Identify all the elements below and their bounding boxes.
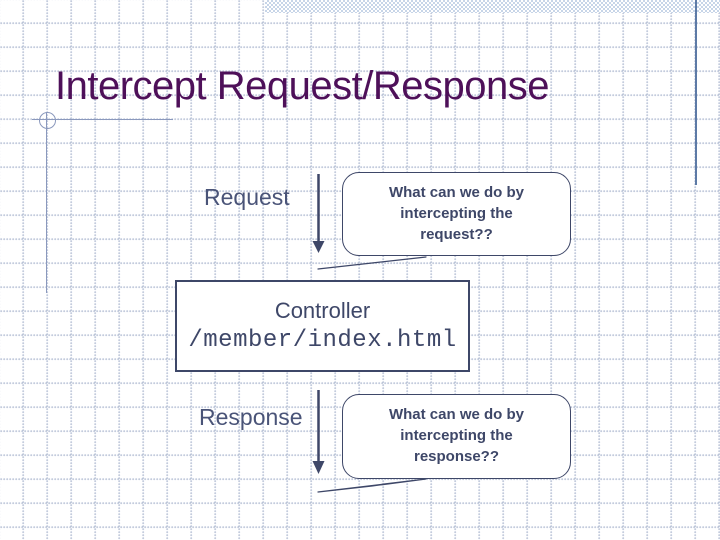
request-arrow-icon	[312, 174, 325, 253]
response-callout-line: What can we do by	[388, 406, 524, 423]
controller-title: Controller	[274, 298, 371, 323]
title-underline	[32, 119, 173, 120]
response-callout-tail	[317, 478, 427, 493]
right-edge-line	[695, 0, 697, 185]
request-callout-line: What can we do by	[388, 184, 524, 201]
controller-path: /member/index.html	[188, 327, 457, 354]
response-callout-line: intercepting the	[400, 427, 513, 444]
response-label: Response	[199, 404, 303, 430]
request-callout-line: intercepting the	[400, 205, 513, 222]
slide-title: Intercept Request/Response	[55, 64, 549, 108]
request-callout-line: request??	[420, 226, 493, 243]
response-callout-line: response??	[413, 448, 500, 465]
request-callout-tail	[317, 256, 427, 270]
request-callout-bubble: What can we do by intercepting the reque…	[342, 172, 571, 256]
top-decoration-band	[265, 0, 720, 13]
controller-box: Controller /member/index.html	[175, 280, 470, 372]
decorative-circle-icon	[39, 112, 56, 129]
request-label: Request	[204, 184, 290, 210]
left-vertical-line	[46, 112, 47, 293]
response-callout-bubble: What can we do by intercepting the respo…	[342, 394, 571, 479]
response-arrow-icon	[312, 390, 325, 474]
